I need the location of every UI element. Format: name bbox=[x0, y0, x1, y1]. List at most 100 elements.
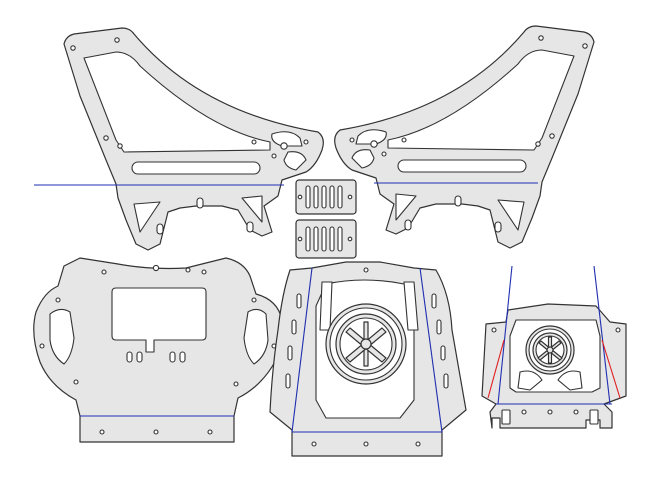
right-frame-slot-small-c bbox=[404, 219, 412, 231]
left-side-frame bbox=[34, 27, 324, 251]
base-slot-3 bbox=[169, 351, 176, 363]
logo-panel-bend-line-left bbox=[291, 267, 313, 433]
base-hole-12 bbox=[153, 429, 159, 435]
logo-panel-side-slot-3 bbox=[287, 345, 293, 361]
left-frame-hole-1 bbox=[70, 45, 76, 51]
left-frame-slot-small-b bbox=[156, 223, 164, 235]
base-hole-10 bbox=[233, 381, 239, 387]
logo-panel-slot-right bbox=[403, 281, 419, 331]
vent-bottom-slot-4 bbox=[329, 226, 335, 252]
base-slot-2 bbox=[136, 351, 143, 363]
logo-panel-hole-2 bbox=[363, 441, 369, 447]
base-plate-left-cutout bbox=[49, 308, 75, 365]
left-frame-hole-4 bbox=[117, 143, 123, 149]
small-panel-slot-bottom-1 bbox=[501, 409, 511, 425]
right-frame-arc bbox=[351, 149, 375, 169]
right-frame-slot-small-a bbox=[454, 195, 462, 207]
logo-panel-side-slot-8 bbox=[443, 373, 449, 389]
right-frame-hole-1 bbox=[582, 43, 588, 49]
base-hole-6 bbox=[251, 297, 257, 303]
left-frame-triangle-b bbox=[241, 195, 263, 223]
base-hole-1 bbox=[101, 269, 107, 275]
logo-panel-bend-line-right bbox=[419, 267, 443, 433]
right-frame-hole-4 bbox=[535, 141, 541, 147]
small-panel-hole-5 bbox=[573, 409, 579, 415]
right-frame-triangle-b bbox=[395, 193, 417, 221]
vent-bottom-slot-1 bbox=[305, 226, 311, 252]
logo-panel-hole-3 bbox=[415, 441, 421, 447]
vent-plate-bottom bbox=[295, 219, 357, 259]
vent-bottom-slot-5 bbox=[337, 226, 343, 252]
base-plate-window bbox=[111, 287, 207, 353]
logo-panel-side-slot-5 bbox=[431, 293, 437, 309]
vent-top-hole-2 bbox=[347, 194, 353, 200]
left-frame-hole-8 bbox=[303, 139, 309, 145]
small-panel-arch-left bbox=[517, 370, 543, 391]
small-panel-bend-line-right bbox=[593, 265, 611, 405]
vent-top-slot-1 bbox=[305, 185, 311, 209]
left-frame-hole-5 bbox=[280, 142, 288, 150]
small-panel-cut-line-left bbox=[487, 339, 505, 399]
small-panel-bend-line-left bbox=[497, 265, 513, 405]
vent-top-hole-1 bbox=[297, 194, 303, 200]
left-frame-slot-small-c bbox=[246, 221, 254, 233]
left-frame-window bbox=[83, 51, 271, 153]
small-panel-hole-1 bbox=[491, 327, 497, 333]
base-slot-1 bbox=[126, 351, 133, 363]
small-panel-slot-bottom-2 bbox=[589, 409, 599, 425]
small-panel-hole-4 bbox=[547, 409, 553, 415]
logo-panel-hole-4 bbox=[363, 267, 369, 273]
vent-bottom-slot-2 bbox=[313, 226, 319, 252]
base-hole-5 bbox=[55, 297, 61, 303]
left-frame-triangle-a bbox=[133, 201, 161, 233]
vent-top-slot-5 bbox=[337, 185, 343, 209]
base-plate-right-cutout bbox=[243, 308, 269, 365]
logo-panel-side-slot-7 bbox=[440, 345, 446, 361]
left-frame-hole-7 bbox=[271, 153, 277, 159]
right-frame-slot-small-b bbox=[494, 221, 502, 233]
vent-top-slot-3 bbox=[321, 185, 327, 209]
right-frame-slot bbox=[397, 159, 527, 173]
small-panel-hole-3 bbox=[521, 409, 527, 415]
left-frame-hole-3 bbox=[103, 135, 109, 141]
left-frame-kidney bbox=[271, 131, 303, 147]
left-frame-arc bbox=[283, 151, 307, 171]
right-frame-hole-3 bbox=[549, 133, 555, 139]
base-hole-11 bbox=[99, 429, 105, 435]
logo-panel-side-slot-1 bbox=[296, 293, 302, 309]
right-frame-hole-8 bbox=[349, 137, 355, 143]
right-frame-kidney bbox=[355, 129, 387, 145]
left-frame-slot bbox=[131, 161, 261, 175]
small-tuning-fork-emblem-icon bbox=[537, 336, 563, 364]
small-panel-hole-2 bbox=[615, 327, 621, 333]
left-frame-hole-2 bbox=[114, 37, 120, 43]
small-logo-panel bbox=[481, 265, 627, 429]
vent-top-slot-4 bbox=[329, 185, 335, 209]
base-hole-9 bbox=[73, 379, 79, 385]
right-frame-window bbox=[387, 49, 575, 151]
logo-panel-slot-left bbox=[319, 281, 333, 331]
small-panel-arch-right bbox=[557, 370, 583, 391]
logo-panel-hole-1 bbox=[311, 441, 317, 447]
logo-panel-side-slot-6 bbox=[436, 319, 442, 335]
base-hole-2 bbox=[152, 264, 160, 272]
logo-panel-side-slot-2 bbox=[291, 319, 297, 335]
vent-bottom-hole-1 bbox=[297, 236, 303, 242]
right-frame-hole-5 bbox=[370, 140, 378, 148]
tuning-fork-emblem-icon bbox=[345, 321, 387, 367]
vent-top-slot-2 bbox=[313, 185, 319, 209]
vent-bottom-slot-3 bbox=[321, 226, 327, 252]
base-hole-7 bbox=[39, 343, 45, 349]
vent-bottom-hole-2 bbox=[347, 236, 353, 242]
base-hole-13 bbox=[207, 429, 213, 435]
left-frame-slot-small-a bbox=[196, 197, 204, 209]
logo-panel bbox=[269, 261, 467, 457]
right-frame-triangle-a bbox=[497, 199, 525, 231]
right-side-frame bbox=[334, 25, 595, 249]
base-hole-3 bbox=[185, 267, 191, 273]
base-plate bbox=[33, 257, 283, 443]
right-frame-hole-2 bbox=[538, 35, 544, 41]
base-hole-4 bbox=[201, 269, 207, 275]
left-frame-hole-6 bbox=[251, 139, 257, 145]
